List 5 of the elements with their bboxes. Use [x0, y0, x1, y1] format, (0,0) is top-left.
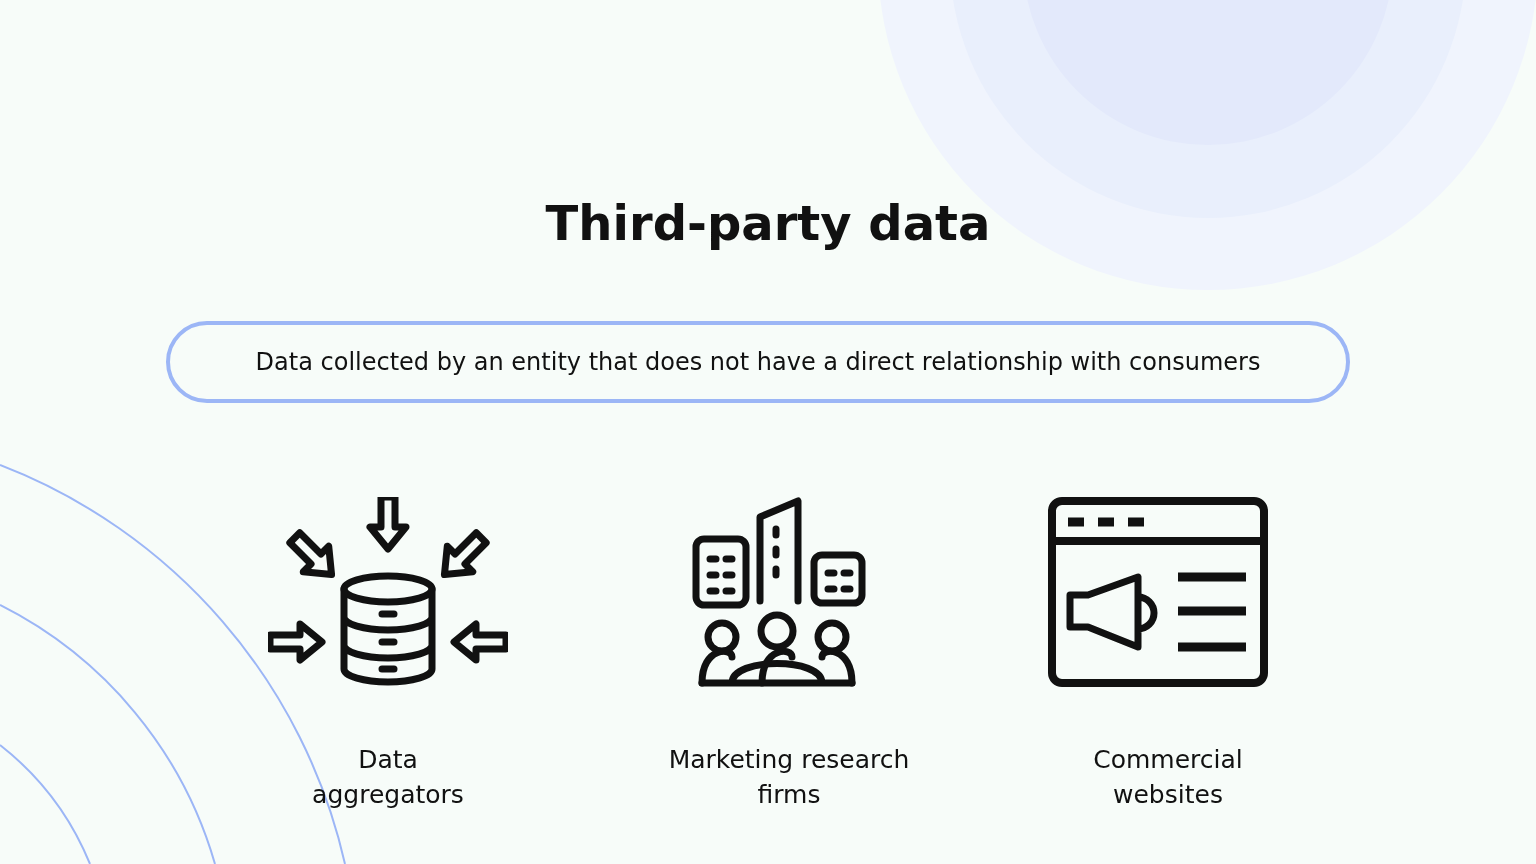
icon-caption: Commercial websites [1092, 744, 1244, 811]
icon-caption: Data aggregators [311, 744, 465, 811]
definition-text: Data collected by an entity that does not have a direct relationship with consumers [255, 348, 1261, 376]
title: Third-party data [544, 195, 992, 251]
icon-caption: Marketing research firms [667, 744, 911, 811]
